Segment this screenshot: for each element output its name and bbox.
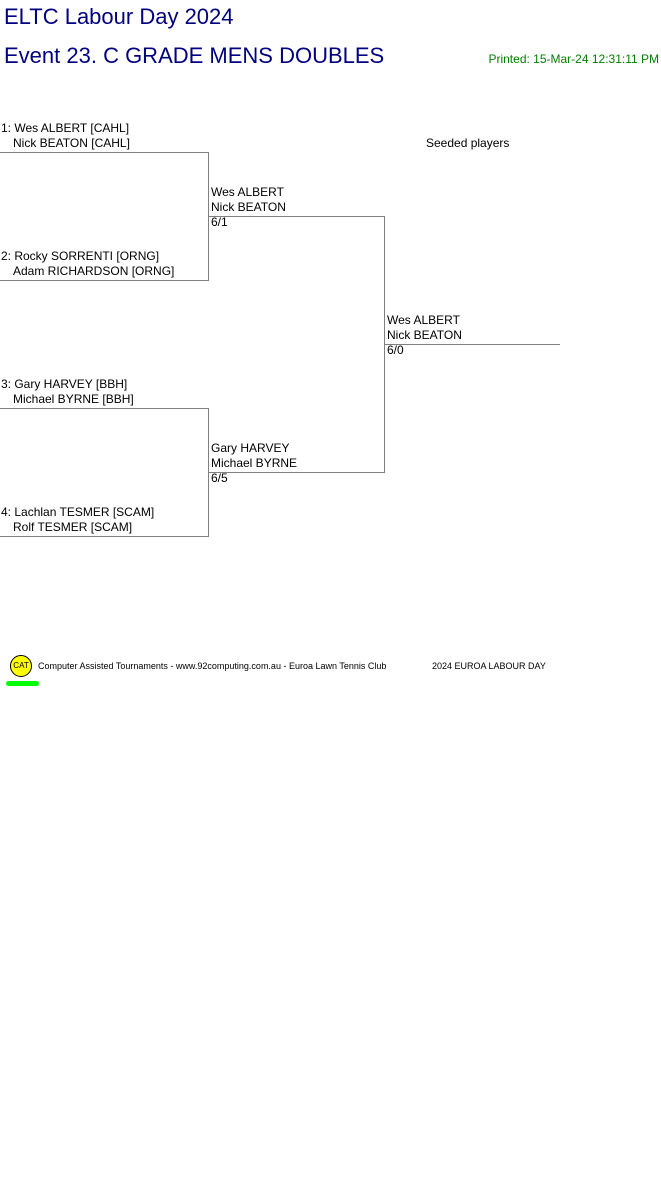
- round2-player-1b: Nick BEATON: [211, 200, 286, 214]
- round1-player-1a: 1: Wes ALBERT [CAHL]: [1, 121, 130, 135]
- event-title: Event 23. C GRADE MENS DOUBLES: [4, 43, 385, 68]
- bracket-line: [209, 216, 385, 217]
- bracket-line: [385, 344, 560, 345]
- round1-player-2a: 2: Rocky SORRENTI [ORNG]: [1, 249, 160, 263]
- cat-logo: CAT: [10, 655, 32, 677]
- round1-player-1b: Nick BEATON [CAHL]: [13, 136, 130, 150]
- bracket-line: [209, 472, 385, 473]
- round1-player-2b: Adam RICHARDSON [ORNG]: [13, 264, 175, 278]
- round1-player-3b: Michael BYRNE [BBH]: [13, 392, 134, 406]
- printed-timestamp: Printed: 15-Mar-24 12:31:11 PM: [488, 52, 659, 66]
- final-player-b: Nick BEATON: [387, 328, 462, 342]
- round1-player-4b: Rolf TESMER [SCAM]: [13, 520, 133, 534]
- round2-player-2a: Gary HARVEY: [211, 441, 290, 455]
- footer-credit: Computer Assisted Tournaments - www.92co…: [38, 661, 387, 671]
- final-player-a: Wes ALBERT: [387, 313, 460, 327]
- round2-score-2: 6/5: [211, 471, 228, 485]
- bracket-connector: [208, 152, 209, 281]
- round2-player-1a: Wes ALBERT: [211, 185, 284, 199]
- bracket-connector: [384, 216, 385, 473]
- bracket-line: [0, 152, 209, 153]
- final-score: 6/0: [387, 343, 404, 357]
- round1-player-4a: 4: Lachlan TESMER [SCAM]: [1, 505, 155, 519]
- seeded-players-label: Seeded players: [426, 136, 510, 150]
- round2-score-1: 6/1: [211, 215, 228, 229]
- bracket-line: [0, 536, 209, 537]
- logo-underline: [6, 681, 39, 686]
- round2-player-2b: Michael BYRNE: [211, 456, 298, 470]
- tournament-title: ELTC Labour Day 2024: [4, 4, 234, 29]
- bracket-line: [0, 408, 209, 409]
- footer-event-name: 2024 EUROA LABOUR DAY: [432, 661, 546, 671]
- round1-player-3a: 3: Gary HARVEY [BBH]: [1, 377, 128, 391]
- bracket-line: [0, 280, 209, 281]
- bracket-connector: [208, 408, 209, 537]
